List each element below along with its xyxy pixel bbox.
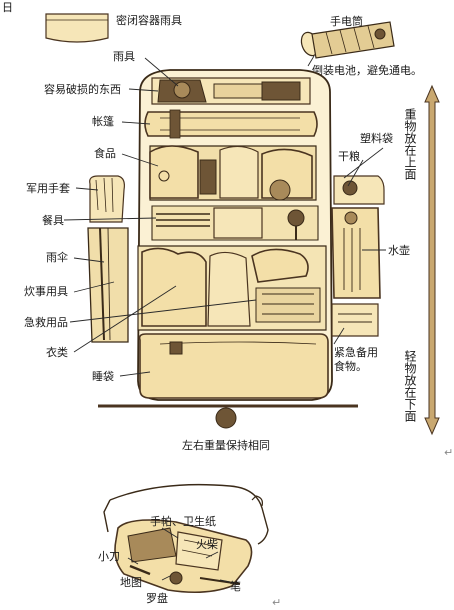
label-food: 食品 <box>94 146 116 160</box>
label-first-aid: 急救用品 <box>24 315 68 329</box>
label-matches: 火柴 <box>196 537 218 551</box>
pouch-leader-lines <box>127 527 231 583</box>
label-fragile-items: 容易破损的东西 <box>44 82 121 96</box>
svg-text:↵: ↵ <box>272 596 281 609</box>
flashlight-illustration <box>300 21 395 59</box>
label-sealed-container-rain-gear: 密闭容器雨具 <box>116 13 182 27</box>
label-tent: 帐篷 <box>92 114 114 128</box>
label-knife: 小刀 <box>98 550 120 563</box>
label-balance-note: 左右重量保持相同 <box>182 438 270 452</box>
balance-base <box>98 404 358 429</box>
label-flashlight: 手电筒 <box>330 14 363 28</box>
weight-arrow <box>424 84 440 436</box>
left-side-pockets <box>87 175 129 343</box>
label-cooking-utensils: 炊事用具 <box>24 285 68 298</box>
label-compass: 罗盘 <box>146 591 168 605</box>
backpack-body <box>116 69 333 401</box>
leader-lines <box>63 55 386 377</box>
label-pen: 笔 <box>230 579 241 593</box>
label-map: 地图 <box>120 576 142 589</box>
label-flashlight-note: 倒装电池，避免通电。 <box>312 63 422 77</box>
label-handkerchief-tissue: 手帕、卫生纸 <box>150 514 216 528</box>
label-clothing: 衣类 <box>46 345 68 359</box>
label-emergency-food-line2: 食物。 <box>334 359 367 373</box>
label-heavy-on-top: 重物放在上面 <box>403 108 417 180</box>
label-emergency-food-line1: 紧急备用 <box>334 345 378 359</box>
label-tableware: 餐具 <box>42 213 64 227</box>
label-rain-gear: 雨具 <box>113 50 135 63</box>
svg-text:↵: ↵ <box>444 446 453 459</box>
label-plastic-bag: 塑料袋 <box>360 131 393 145</box>
label-dry-rations: 干粮 <box>338 149 360 163</box>
right-side-pockets <box>331 175 385 337</box>
label-light-on-bottom: 轻物放在下面 <box>403 350 417 422</box>
corner-mark: 日 <box>2 1 13 14</box>
sealed-container-illustration <box>45 13 109 43</box>
label-umbrella: 雨伞 <box>46 250 68 264</box>
label-water-bottle: 水壶 <box>388 243 410 257</box>
label-military-gloves: 军用手套 <box>26 181 70 195</box>
belt-pouch-illustration <box>103 483 269 594</box>
label-sleeping-bag: 睡袋 <box>92 369 114 383</box>
